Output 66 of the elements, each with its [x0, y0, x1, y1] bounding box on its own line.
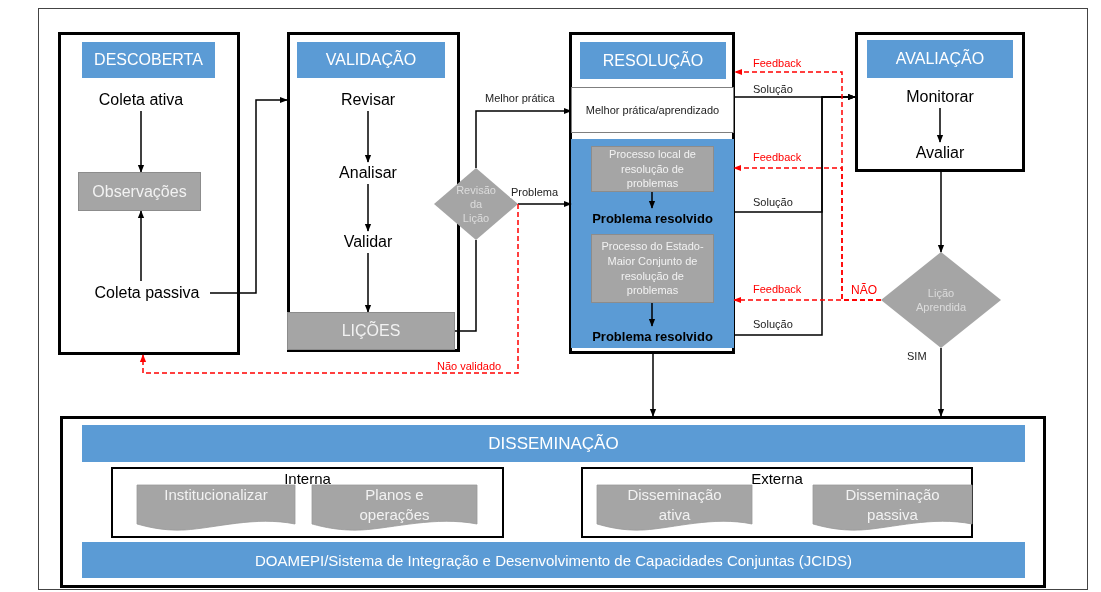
- result-label: Problema resolvido: [582, 326, 723, 346]
- arrow: [649, 353, 657, 417]
- decision-diamond: [881, 252, 1001, 348]
- edge-label: Feedback: [752, 151, 803, 163]
- stage-header: RESOLUÇÃO: [580, 42, 726, 79]
- document-label: Disseminação ativa: [626, 485, 723, 524]
- arrow: [648, 191, 656, 209]
- step-label: Coleta ativa: [88, 89, 194, 111]
- arrow: [364, 183, 372, 232]
- stage-header: VALIDAÇÃO: [297, 42, 445, 78]
- feedback-arrow: [139, 203, 519, 374]
- edge-label: Feedback: [752, 283, 803, 295]
- arrow: [209, 96, 288, 294]
- stage-panel: [60, 416, 1046, 588]
- edge-label: Melhor prática: [484, 92, 556, 104]
- branch-label: NÃO: [851, 283, 877, 297]
- system-bar: DOAMEPI/Sistema de Integração e Desenvolvimento de Capacidades Conjuntas (JCIDS): [82, 542, 1025, 578]
- arrow: [137, 210, 145, 282]
- step-label: Analisar: [328, 162, 408, 184]
- feedback-arrow: [733, 296, 882, 304]
- document-shape: [137, 485, 295, 530]
- document-label: Disseminação passiva: [844, 485, 941, 524]
- document-label: Institucionalizar: [164, 485, 268, 505]
- process-area: [571, 139, 734, 348]
- group-box: [111, 467, 504, 538]
- edge-label: Feedback: [752, 57, 803, 69]
- step-label: Coleta passiva: [84, 281, 210, 305]
- step-label: Revisar: [328, 89, 408, 111]
- group-box: [581, 467, 973, 538]
- edge-label: SIM: [906, 350, 928, 362]
- process-box: Processo do Estado-Maior Conjunto de resolução de problemas: [591, 234, 714, 303]
- step-label: Monitorar: [893, 86, 987, 108]
- arrow: [475, 107, 572, 169]
- stage-panel: [569, 32, 735, 354]
- process-box: Processo local de resolução de problemas: [591, 146, 714, 192]
- arrow: [137, 110, 145, 173]
- process-box: LIÇÕES: [287, 312, 455, 350]
- arrow: [364, 110, 372, 163]
- document-shape: [312, 485, 477, 530]
- stage-header: AVALIAÇÃO: [867, 40, 1013, 78]
- edge-label: Solução: [752, 318, 794, 330]
- stage-header: DISSEMINAÇÃO: [82, 425, 1025, 462]
- stage-panel: [855, 32, 1025, 172]
- arrow: [364, 252, 372, 313]
- arrow: [937, 171, 945, 253]
- arrow: [517, 200, 572, 208]
- document-shape: [597, 485, 752, 530]
- step-label: Avaliar: [903, 142, 977, 164]
- edge-label: Solução: [752, 196, 794, 208]
- arrow: [733, 93, 856, 336]
- step-label: Validar: [328, 231, 408, 253]
- stage-header: DESCOBERTA: [82, 42, 215, 78]
- result-box: Melhor prática/aprendizado: [571, 87, 734, 133]
- group-title: Interna: [283, 470, 332, 487]
- group-title: Externa: [750, 470, 804, 487]
- document-label: Planos e operações: [358, 485, 431, 524]
- edge-label: Não validado: [436, 360, 503, 372]
- arrow: [937, 347, 945, 417]
- edge-label: Solução: [752, 83, 794, 95]
- document-shape: [813, 485, 972, 530]
- arrow: [648, 302, 656, 327]
- stage-panel: [58, 32, 240, 355]
- result-label: Problema resolvido: [582, 208, 723, 228]
- process-box: Observações: [78, 172, 201, 211]
- edge-label: Problema: [510, 186, 560, 198]
- arrow: [936, 107, 944, 143]
